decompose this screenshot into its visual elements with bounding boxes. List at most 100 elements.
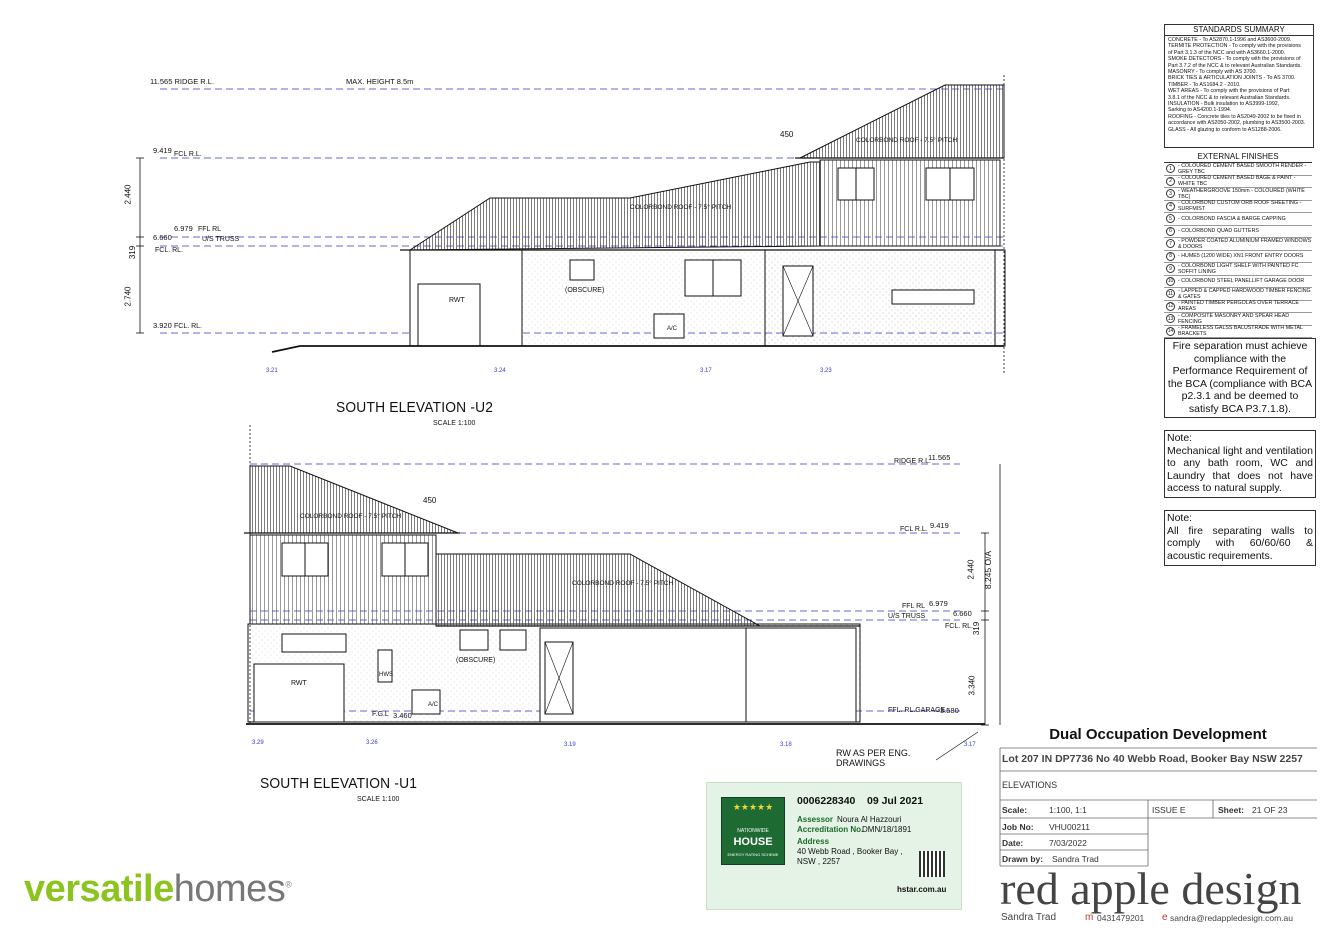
finish-item: 4- COLORBOND CUSTOM ORB ROOF SHEETING - … (1164, 200, 1312, 213)
finish-text: - COLORBOND FASCIA & BARGE CAPPING (1178, 215, 1286, 222)
designer-email: sandra@redappledesign.com.au (1170, 913, 1293, 923)
versatile-homes-logo: versatilehomes® (24, 868, 292, 911)
u1-fcl-label: FCL R.L. (900, 526, 928, 533)
external-finishes: EXTERNAL FINISHES 1- COLOURED CEMENT BAS… (1164, 152, 1312, 338)
u1-dim-overall: 8.245 O/A (983, 550, 994, 590)
u1-ridge: 11.565 (928, 453, 951, 462)
standards-line: BRICK TIES & ARTICULATION JOINTS - To AS… (1168, 75, 1296, 82)
address-label: Address (797, 837, 830, 846)
u2-title: SOUTH ELEVATION -U2 (336, 399, 494, 416)
address-line2: NSW , 2257 (797, 857, 841, 866)
u2-dim-319: 319 (128, 245, 138, 260)
finish-number: 4 (1166, 201, 1175, 211)
u1-rw-note: RW AS PER ENG. DRAWINGS (836, 748, 911, 768)
u1-ground-4: 3.18 (780, 742, 792, 748)
note-fire-walls: Note: All fire separating walls to compl… (1164, 510, 1316, 566)
u2-scale: SCALE 1:100 (433, 420, 476, 427)
u1-dim-319: 319 (972, 621, 982, 636)
u1-title: SOUTH ELEVATION -U1 (260, 775, 418, 792)
u1-ffl-label: FFL RL (902, 603, 926, 610)
finish-item: 6- COLORBOND QUAD GUTTERS (1164, 226, 1312, 238)
standards-line: SMOKE DETECTORS - To comply with the pro… (1168, 56, 1301, 63)
standards-line: accordance with AS2050-2002, plumbing to… (1168, 120, 1306, 127)
u1-ffl: 6.979 (929, 599, 948, 608)
u2-rwt: RWT (449, 297, 465, 304)
sheet-value: 21 OF 23 (1252, 805, 1288, 815)
u1-roof-upper-label: COLORBOND ROOF - 7.5° PITCH (300, 513, 402, 520)
u1-dim-2440: 2.440 (966, 559, 976, 580)
standards-lines: CONCRETE - To AS2870.1-1996 and AS3600-2… (1165, 36, 1313, 134)
standards-line: WET AREAS - To comply with the provision… (1168, 88, 1290, 95)
finish-number: 14 (1166, 326, 1175, 336)
u1-fgl: 3.460 (393, 711, 412, 720)
logo-homes: homes (173, 868, 286, 910)
standards-line: Sarking to AS4200.1-1994. (1168, 107, 1232, 114)
nathers-badge: ★★★★★ NATIONWIDE HOUSE ENERGY RATING SCH… (721, 797, 785, 865)
finish-text: - COLORBOND STEEL PANELLIFT GARAGE DOOR (1178, 278, 1305, 285)
u1-ridge-label: RIDGE R.L. (894, 458, 931, 465)
finish-number: 9 (1166, 264, 1175, 274)
finish-number: 13 (1166, 314, 1175, 324)
u2-fcl-low: 3.920 (153, 321, 172, 330)
finish-item: 7- POWDER COATED ALUMINIUM FRAMED WINDOW… (1164, 238, 1312, 251)
red-apple-design-logo: red apple design (1000, 863, 1302, 914)
scale-value: 1:100, 1:1 (1049, 805, 1087, 815)
lot-address: Lot 207 IN DP7736 No 40 Webb Road, Booke… (1002, 753, 1303, 765)
finish-item: 8- HUME5 (1200 WIDE) XN1 FRONT ENTRY DOO… (1164, 251, 1312, 263)
finish-number: 1 (1166, 164, 1175, 174)
designer-phone: 0431479201 (1097, 913, 1145, 923)
date-label: Date: (1002, 838, 1024, 848)
u2-fcl-mid: 6.660 (153, 233, 172, 242)
finish-item: 10- COLORBOND STEEL PANELLIFT GARAGE DOO… (1164, 276, 1312, 288)
finish-text: - COMPOSITE MASONRY AND SPEAR HEAD FENCI… (1178, 312, 1290, 325)
note-fire-walls-heading: Note: (1167, 512, 1193, 524)
finish-number: 7 (1166, 239, 1175, 249)
title-block-frame (999, 747, 1317, 867)
u1-garage: 3.580 (940, 706, 959, 715)
assessor-label: Assessor (797, 815, 834, 824)
accreditation-value: DMN/18/1891 (862, 825, 912, 834)
standards-summary: STANDARDS SUMMARY CONCRETE - To AS2870.1… (1164, 24, 1314, 148)
finish-item: 14- FRAMELESS GALSS BALUSTRADE WITH META… (1164, 325, 1312, 338)
u1-ac: A/C (428, 702, 439, 708)
finish-number: 11 (1166, 289, 1175, 299)
email-label: e (1162, 912, 1168, 923)
u1-hws: HWS (379, 672, 393, 678)
u2-fcl-upper: 9.419 (153, 146, 172, 155)
job-label: Job No: (1002, 822, 1034, 832)
issue: ISSUE E (1152, 805, 1186, 815)
finish-item: 9- COLORBOND LIGHT SHELF WITH PAINTED FC… (1164, 263, 1312, 276)
scale-label: Scale: (1002, 805, 1028, 815)
standards-line: CONCRETE - To AS2870.1-1996 and AS3600-2… (1168, 37, 1292, 43)
finish-item: 12- PAINTED TIMBER PERGOLAS OVER TERRACE… (1164, 300, 1312, 313)
u1-fcl-mid: 6.660 (953, 609, 972, 618)
badge-main: HOUSE (733, 836, 773, 848)
u1-dim-3340: 3.340 (967, 675, 977, 696)
u2-ground-4: 3.23 (820, 368, 832, 374)
u1-rwt: RWT (291, 680, 307, 687)
date-value: 7/03/2022 (1049, 838, 1087, 848)
finish-item: 1- COLOURED CEMENT BASED SMOOTH RENDER -… (1164, 163, 1312, 176)
project-title: Dual Occupation Development (1049, 726, 1267, 743)
u1-us-truss: U/S TRUSS (888, 613, 926, 620)
finish-number: 3 (1166, 189, 1175, 199)
u2-ffl: 6.979 (174, 224, 193, 233)
finish-text: - COLORBOND QUAD GUTTERS (1178, 228, 1259, 235)
finish-text: - FRAMELESS GALSS BALUSTRADE WITH METAL … (1178, 325, 1303, 338)
u1-obscure: (OBSCURE) (456, 657, 496, 664)
standards-line: TERMITE PROTECTION - To comply with the … (1168, 43, 1301, 50)
finish-text: - COLORBOND LIGHT SHELF WITH PAINTED FC … (1178, 262, 1299, 275)
u2-ground-3: 3.17 (700, 368, 712, 374)
nathers-certificate: ★★★★★ NATIONWIDE HOUSE ENERGY RATING SCH… (706, 782, 962, 910)
finish-number: 5 (1166, 214, 1175, 224)
finish-text: - LAPPED & CAPPED HARDWOOD TIMBER FENCIN… (1178, 287, 1311, 300)
u2-fcl-low-label: FCL. RL. (174, 323, 203, 330)
finish-number: 8 (1166, 251, 1175, 261)
u2-roof-lower-label: COLORBOND ROOF - 7.5° PITCH (630, 204, 732, 211)
finish-number: 12 (1166, 301, 1175, 311)
standards-line: ROOFING - Concrete tiles to AS2049-2002 … (1168, 113, 1301, 120)
finish-text: - WEATHERGROOVE 150mm - COLOURED (WHITE … (1178, 187, 1305, 200)
standards-line: Part 3.7.2 of the NCC & to relevant Aust… (1168, 62, 1302, 69)
note-fire-walls-text: All fire separating walls to comply with… (1167, 524, 1313, 562)
